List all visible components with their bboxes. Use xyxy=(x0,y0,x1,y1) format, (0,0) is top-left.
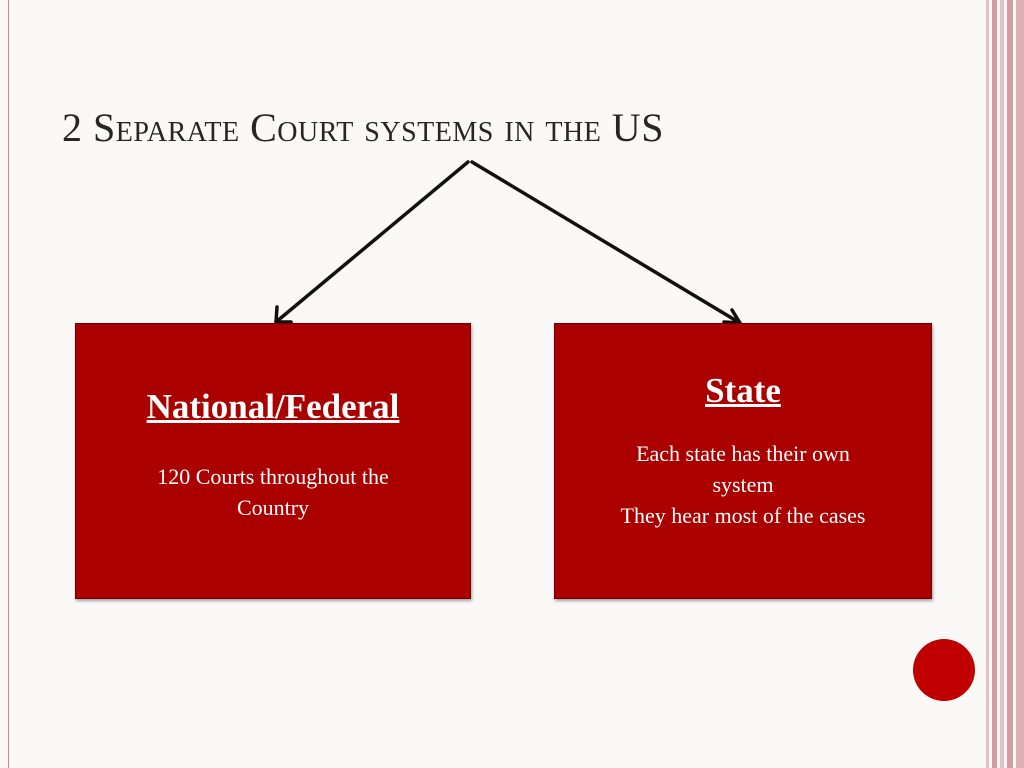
federal-description: 120 Courts throughout the Country xyxy=(76,461,470,523)
federal-line: Country xyxy=(236,495,310,520)
slide-frame-line xyxy=(8,0,9,768)
federal-box: National/Federal 120 Courts throughout t… xyxy=(75,323,471,599)
state-box: State Each state has their own system Th… xyxy=(554,323,932,599)
arrow-to-state xyxy=(470,160,742,325)
state-line: system xyxy=(712,472,774,497)
decorative-stripes xyxy=(980,0,1024,768)
arrow-to-federal xyxy=(274,160,470,324)
state-description: Each state has their own system They hea… xyxy=(555,438,931,531)
arrowhead-federal xyxy=(274,305,293,324)
accent-circle xyxy=(913,639,975,701)
state-line: Each state has their own xyxy=(636,441,850,466)
slide-title: 2 Separate Court systems in the US xyxy=(62,105,664,150)
federal-line: 120 Courts throughout the xyxy=(157,464,389,489)
state-line: They hear most of the cases xyxy=(620,503,866,528)
federal-heading: National/Federal xyxy=(146,387,400,426)
state-heading: State xyxy=(705,371,781,410)
